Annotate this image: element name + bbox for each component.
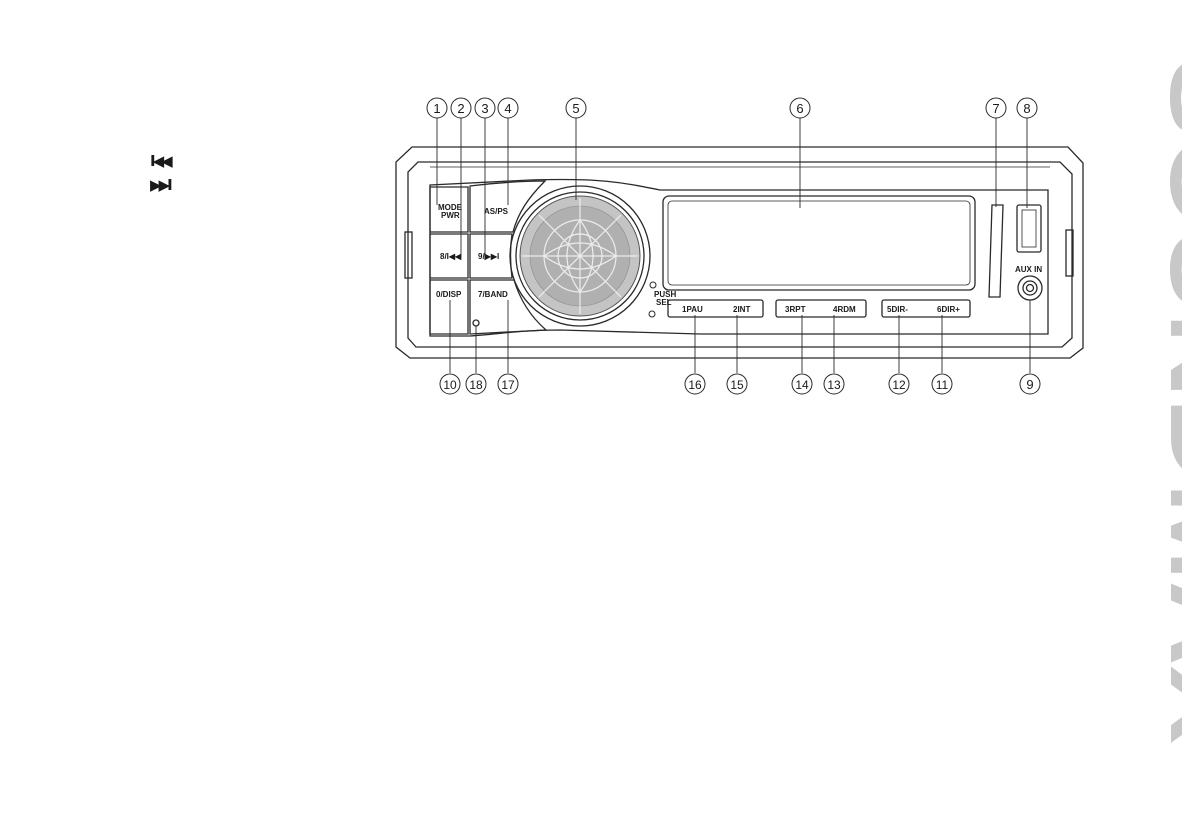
preset-strip-5-6[interactable]: [881, 299, 971, 318]
callout-16: 16: [688, 378, 702, 392]
volume-knob-ring: [509, 185, 651, 327]
callout-17: 17: [501, 378, 515, 392]
preset-4-label: 4RDM: [833, 305, 856, 314]
aux-in-label: AUX IN: [1015, 265, 1042, 274]
left-clip: [404, 231, 413, 279]
preset-3-label: 3RPT: [785, 305, 806, 314]
callout-15: 15: [730, 378, 744, 392]
outer-frame: [395, 146, 1084, 359]
brand-logo: SOUNDMAX: [1149, 58, 1182, 744]
preset-strip-3-4[interactable]: [775, 299, 867, 318]
mode-pwr-button[interactable]: [429, 186, 469, 233]
lock-icon: [649, 281, 657, 289]
disp-button[interactable]: [429, 279, 469, 335]
callout-5: 5: [572, 101, 579, 116]
callout-3: 3: [481, 101, 488, 116]
display-window: [662, 195, 976, 291]
as-ps-label: AS/PS: [484, 207, 509, 216]
preset-2-label: 2INT: [733, 305, 750, 314]
next-label: 9/▶▶I: [478, 252, 499, 261]
faceplate: [429, 178, 1049, 337]
callout-2: 2: [457, 101, 464, 116]
callout-12: 12: [892, 378, 906, 392]
mode-label: MODE: [438, 203, 463, 212]
card-slot[interactable]: [988, 204, 1004, 298]
usb-port[interactable]: [1016, 204, 1042, 253]
right-clip: [1065, 229, 1074, 277]
callout-9: 9: [1026, 377, 1033, 392]
preset-5-label: 5DIR-: [887, 305, 908, 314]
callout-1: 1: [433, 101, 440, 116]
callout-6: 6: [796, 101, 803, 116]
inner-frame: [407, 161, 1073, 348]
callout-8: 8: [1023, 101, 1030, 116]
ir-sensor: [472, 319, 480, 327]
prev-button[interactable]: [429, 233, 469, 279]
push-label: PUSH: [654, 290, 676, 299]
prev-label: 8/I◀◀: [440, 252, 462, 261]
callout-13: 13: [827, 378, 841, 392]
callout-7: 7: [992, 101, 999, 116]
brand-text: SOUNDMAX: [1149, 58, 1182, 744]
as-ps-button[interactable]: [469, 180, 547, 233]
preset-6-label: 6DIR+: [937, 305, 960, 314]
callout-4: 4: [504, 101, 511, 116]
volume-knob[interactable]: [519, 195, 641, 317]
preset-strip-1-2[interactable]: [667, 299, 764, 318]
callout-18: 18: [469, 378, 483, 392]
sel-icon: [648, 310, 656, 318]
callout-11: 11: [936, 378, 949, 392]
next-track-symbol: ▶▶I: [150, 176, 173, 194]
aux-in-jack[interactable]: [1017, 275, 1043, 301]
callout-10: 10: [443, 378, 457, 392]
sel-label: SEL: [656, 298, 672, 307]
callout-14: 14: [795, 378, 809, 392]
disp-label: 0/DISP: [436, 290, 462, 299]
prev-track-symbol: I◀◀: [150, 152, 173, 170]
pwr-label: PWR: [441, 211, 460, 220]
band-label: 7/BAND: [478, 290, 508, 299]
preset-1-label: 1PAU: [682, 305, 703, 314]
